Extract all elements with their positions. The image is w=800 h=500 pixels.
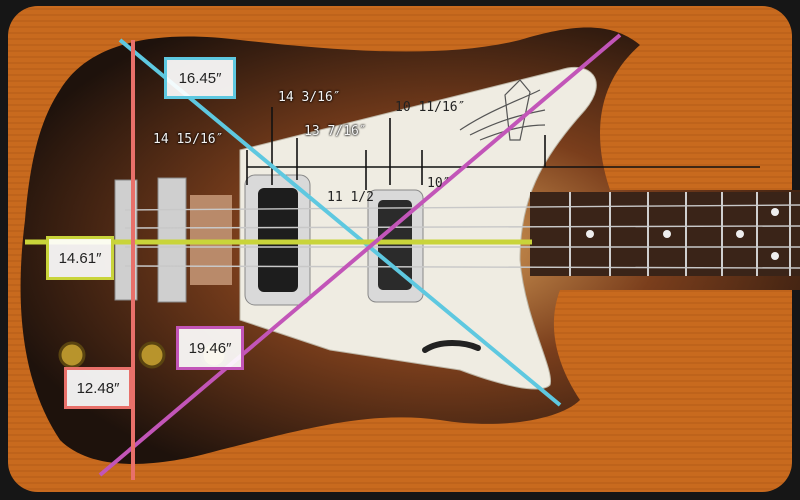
strings [124,204,800,269]
scale-label-11-1-2: 11 1/2 [327,190,374,205]
cyan-measure-label: 16.45″ [164,57,236,99]
yellow-measure-label: 14.61″ [46,236,114,280]
scale-label-13-7-16: 13 7/16″ [304,124,367,139]
finger-rest [422,340,481,353]
scale-label-14-3-16: 14 3/16″ [278,90,341,105]
tone-knob [138,341,166,369]
cyan-measure-line [118,38,562,407]
scale-reference-lines [246,107,760,190]
scale-label-14-15-16: 14 15/16″ [153,132,224,147]
volume-knob [58,341,86,369]
scale-label-10-11-16: 10 11/16″ [395,100,466,115]
inlay-dots [586,208,779,260]
scale-label-10: 10″ [427,176,451,191]
magenta-measure-line [98,33,622,477]
red-measure-label: 12.48″ [64,367,132,409]
magenta-measure-label: 19.46″ [176,326,244,370]
